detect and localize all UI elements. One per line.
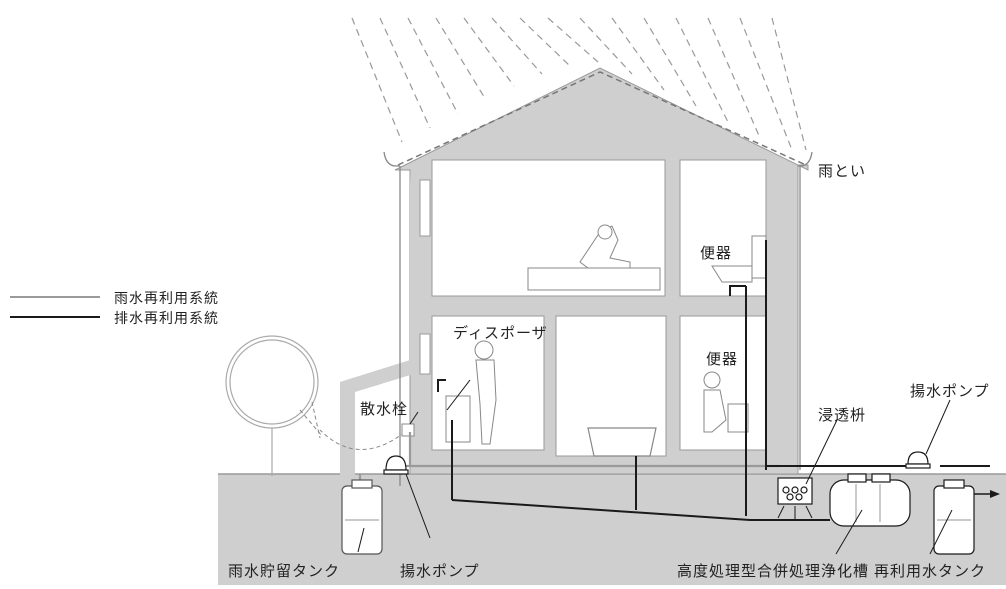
lower-left-figure [445,340,497,445]
label-gutter: 雨とい [818,162,867,180]
upper-toilet [711,235,767,283]
leader-lines [357,379,953,555]
label-disposer: ディスポーザ [453,324,548,342]
roof-dashed-edge [397,71,807,166]
label-toilet-lower: 便器 [706,350,739,368]
infiltration-basin [777,477,813,505]
reuse-tank [933,479,975,555]
legend-drainwater-label: 排水再利用系統 [114,311,219,327]
upper-room-figures [527,224,661,291]
house-left-wall [340,170,420,480]
lower-right-figure [703,371,749,433]
gutters [383,151,813,486]
label-reuse-tank: 再利用水タンク [874,562,987,580]
label-pump-right: 揚水ポンプ [910,382,990,400]
legend-drainwater-line [10,316,100,318]
label-infiltration-basin: 浸透枡 [818,406,867,424]
tree [225,335,319,476]
rain-arrows [351,17,807,151]
drain-pipes [437,240,990,521]
left-pump [383,455,409,475]
label-spigot: 散水栓 [360,400,409,418]
treatment-tank [829,473,911,527]
label-pump-left: 揚水ポンプ [400,562,480,580]
right-pump [905,451,931,469]
spigot-fixture [401,423,415,437]
legend-rainwater-label: 雨水再利用系統 [114,291,219,307]
sprinkler-spray [299,401,411,450]
infiltration-rays [777,505,813,520]
label-toilet-upper: 便器 [700,244,733,262]
bathtub [587,427,657,457]
label-treatment-tank: 高度処理型合併処理浄化槽 [677,562,870,580]
rain-tank [341,479,383,555]
room-lower-right [679,315,767,451]
windows [419,179,431,375]
label-rain-tank: 雨水貯留タンク [228,562,341,580]
legend-rainwater-line [10,296,100,298]
